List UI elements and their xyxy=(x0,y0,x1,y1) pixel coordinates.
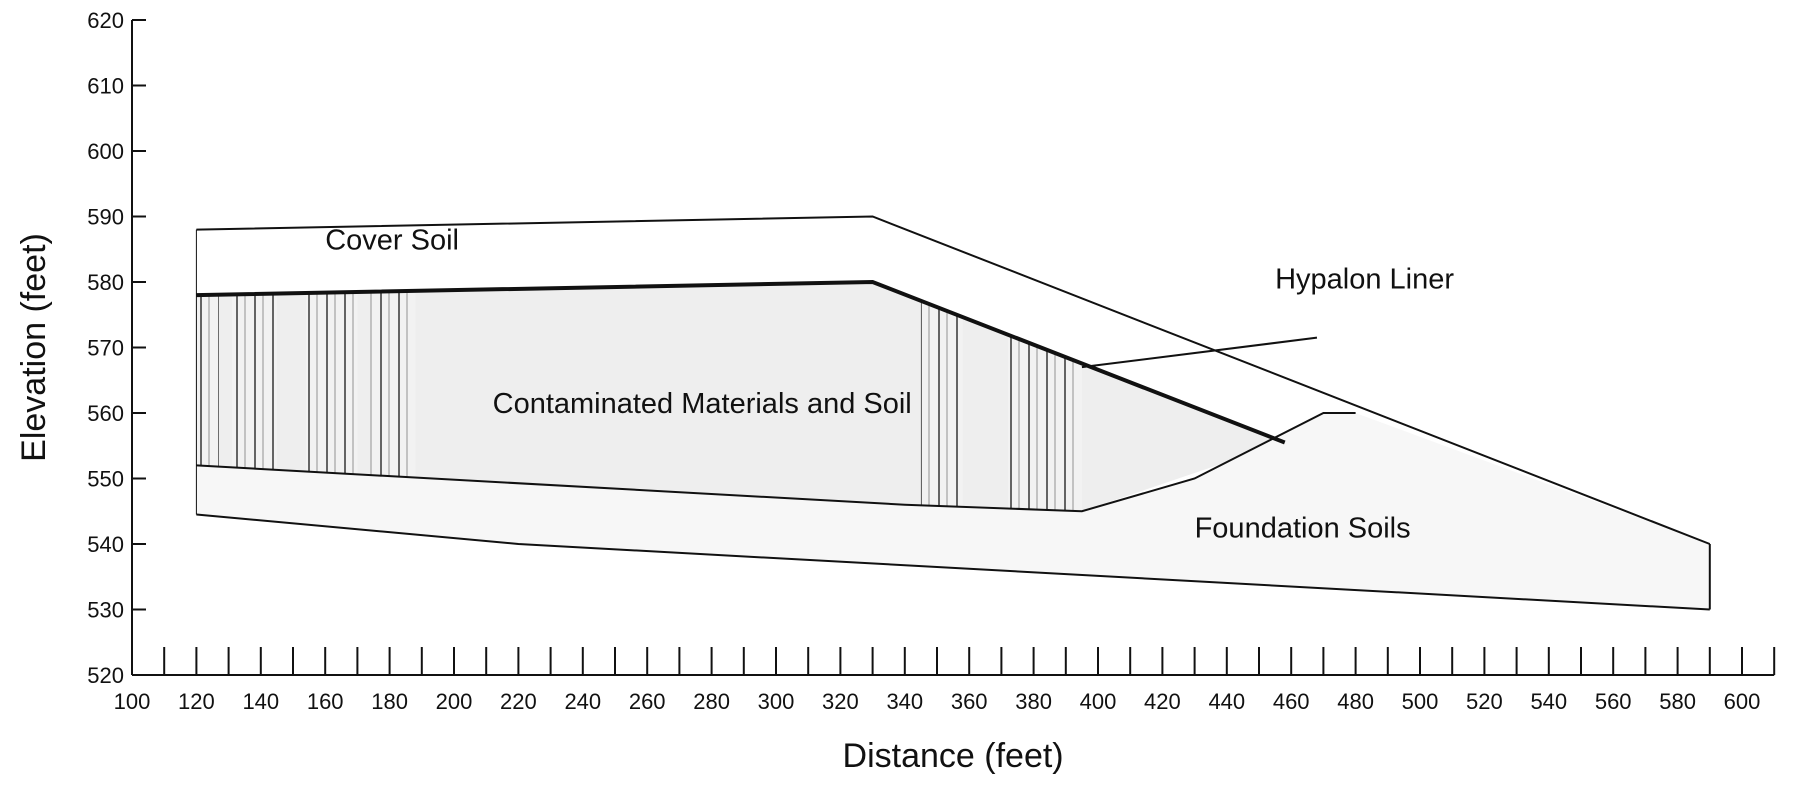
x-tick-label: 360 xyxy=(951,689,988,714)
y-tick-label: 550 xyxy=(87,467,124,492)
y-tick-label: 520 xyxy=(87,663,124,688)
cover-soil-surface-line xyxy=(196,215,1711,545)
x-axis-title: Distance (feet) xyxy=(843,737,1064,775)
x-tick-label: 600 xyxy=(1724,689,1761,714)
x-tick-label: 420 xyxy=(1144,689,1181,714)
x-tick-label: 140 xyxy=(242,689,279,714)
x-tick-label: 240 xyxy=(564,689,601,714)
layer-boundaries xyxy=(195,215,1711,611)
x-tick-label: 540 xyxy=(1530,689,1567,714)
y-tick-label: 610 xyxy=(87,74,124,99)
x-tick-label: 560 xyxy=(1595,689,1632,714)
x-tick-label: 220 xyxy=(500,689,537,714)
x-tick-label: 380 xyxy=(1015,689,1052,714)
y-tick-label: 570 xyxy=(87,336,124,361)
hypalon-liner-label: Hypalon Liner xyxy=(1275,264,1454,296)
y-tick-label: 560 xyxy=(87,401,124,426)
x-tick-label: 460 xyxy=(1273,689,1310,714)
y-tick-label: 590 xyxy=(87,205,124,230)
waste-texture-band xyxy=(196,282,219,512)
foundation-base-line xyxy=(196,513,1710,611)
x-tick-label: 520 xyxy=(1466,689,1503,714)
x-tick-label: 200 xyxy=(436,689,473,714)
x-tick-label: 500 xyxy=(1402,689,1439,714)
x-tick-label: 280 xyxy=(693,689,730,714)
x-tick-label: 180 xyxy=(371,689,408,714)
x-tick-label: 120 xyxy=(178,689,215,714)
waste-texture-band xyxy=(920,282,963,512)
x-tick-label: 160 xyxy=(307,689,344,714)
x-tick-label: 300 xyxy=(758,689,795,714)
y-tick-label: 530 xyxy=(87,598,124,623)
x-tick-label: 400 xyxy=(1080,689,1117,714)
y-tick-label: 540 xyxy=(87,532,124,557)
y-tick-label: 580 xyxy=(87,270,124,295)
x-tick-label: 340 xyxy=(886,689,923,714)
x-tick-label: 440 xyxy=(1208,689,1245,714)
foundation-soils-label: Foundation Soils xyxy=(1195,512,1411,544)
x-tick-label: 480 xyxy=(1337,689,1374,714)
y-tick-label: 620 xyxy=(87,8,124,33)
hypalon-liner-line xyxy=(196,279,1286,445)
x-axis: 100 120 140 160 180 200 220 240 260 280 300 320 340 3… xyxy=(114,647,1776,714)
foundation-soils-layer xyxy=(196,413,1710,610)
x-tick-label: 260 xyxy=(629,689,666,714)
cover-soil-label: Cover Soil xyxy=(325,224,459,256)
x-tick-label: 320 xyxy=(822,689,859,714)
y-axis-title: Elevation (feet) xyxy=(15,233,53,462)
contaminated-materials-and-soil-label: Contaminated Materials and Soil xyxy=(493,388,912,420)
hypalon-liner-leader-line xyxy=(1081,336,1318,369)
y-axis: 520 530 540 550 560 570 580 590 600 610 620 xyxy=(87,8,146,688)
waste-texture-band xyxy=(370,282,416,512)
x-tick-label: 580 xyxy=(1659,689,1696,714)
x-ticks: 100 120 140 160 180 200 220 240 260 280 300 320 340 3… xyxy=(114,647,1776,714)
x-tick-label: 100 xyxy=(114,689,151,714)
soil-layers xyxy=(196,216,1710,610)
y-ticks: 520 530 540 550 560 570 580 590 600 610 620 xyxy=(87,8,146,688)
cover-soil-layer xyxy=(196,216,1710,544)
y-tick-label: 600 xyxy=(87,139,124,164)
contaminated-base-line xyxy=(196,412,1356,513)
